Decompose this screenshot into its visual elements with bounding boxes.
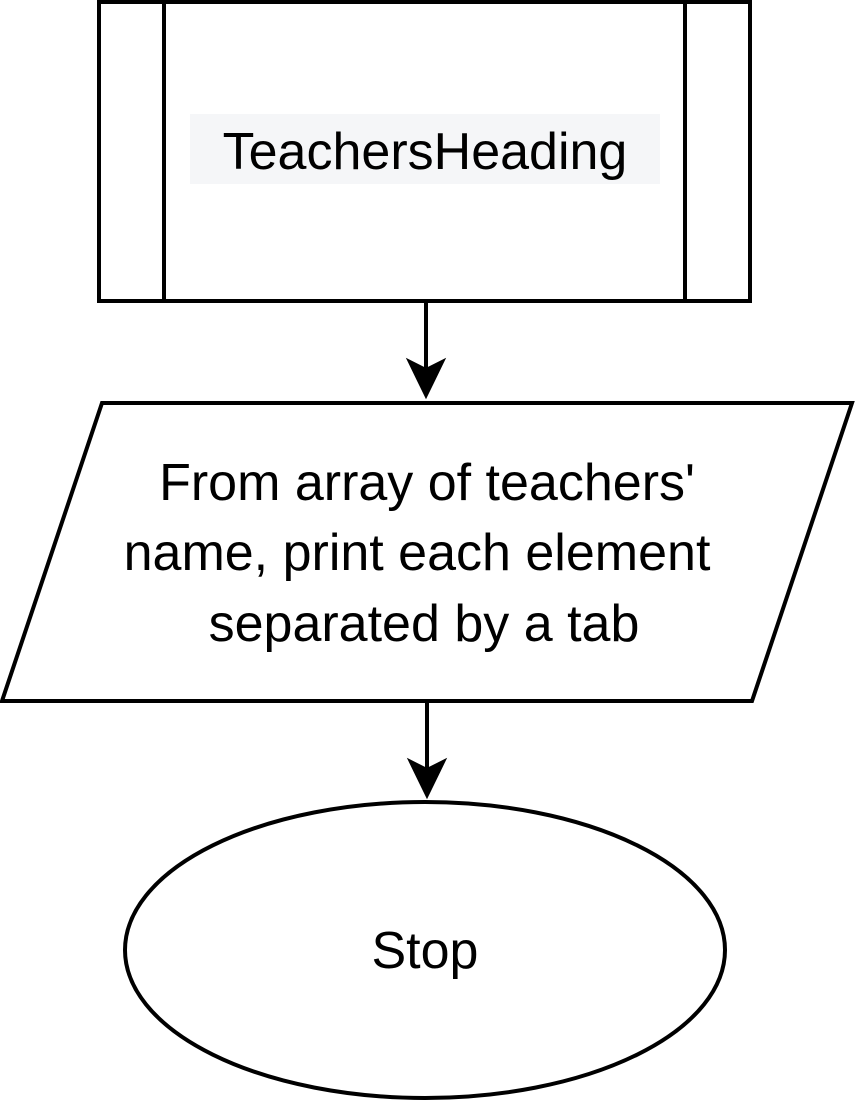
arrowhead-down — [405, 357, 447, 400]
teachers-heading-label: TeachersHeading — [223, 123, 628, 181]
print-teachers-node[interactable]: From array of teachers' name, print each… — [0, 401, 855, 703]
teachers-heading-label-highlight — [190, 114, 660, 184]
print-teachers-label-line-3: separated by a tab — [209, 595, 640, 653]
teachers-heading-node[interactable]: TeachersHeading — [97, 0, 752, 303]
edge-print-to-stop — [406, 701, 448, 800]
edge-heading-to-print — [405, 301, 447, 400]
arrowhead-down — [406, 757, 448, 800]
print-teachers-parallelogram — [0, 401, 855, 703]
stop-ellipse — [123, 800, 727, 1100]
stop-node[interactable]: Stop — [123, 800, 727, 1100]
print-teachers-label-line-1: From array of teachers' — [159, 454, 695, 512]
stop-label: Stop — [372, 922, 479, 980]
print-teachers-label-line-2: name, print each element — [124, 524, 711, 582]
